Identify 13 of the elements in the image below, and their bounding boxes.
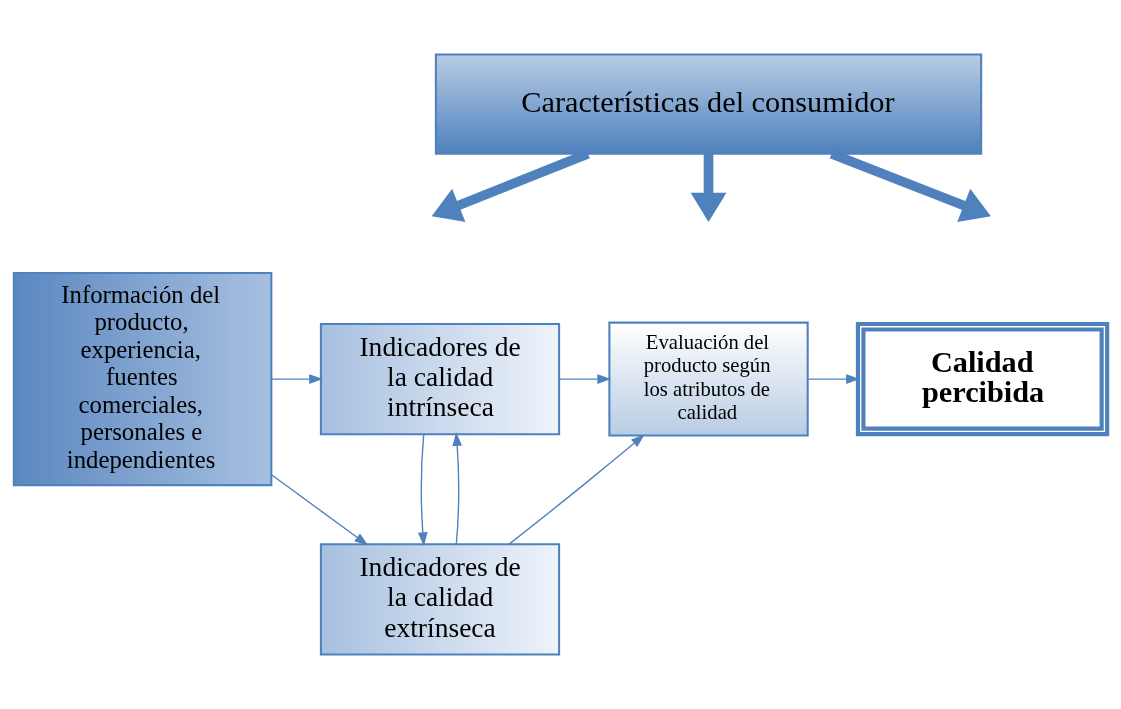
arrow bbox=[452, 432, 463, 545]
node-box: Características del consumidor bbox=[434, 53, 983, 155]
arrow bbox=[558, 374, 612, 384]
arrow bbox=[271, 474, 369, 546]
arrow bbox=[270, 374, 323, 384]
arrow bbox=[508, 434, 645, 545]
node-box: Calidad percibida bbox=[855, 321, 1110, 437]
node-box: Evaluación del producto según los atributos de calidad bbox=[608, 321, 809, 437]
node-box: Información del producto, experiencia, fuentes comerciales, personales e independientes bbox=[12, 272, 273, 487]
node-box: Indicadores de la calidad intrínseca bbox=[319, 322, 561, 436]
node-box: Indicadores de la calidad extrínseca bbox=[319, 543, 561, 656]
arrow bbox=[417, 433, 428, 547]
arrow bbox=[690, 154, 727, 222]
